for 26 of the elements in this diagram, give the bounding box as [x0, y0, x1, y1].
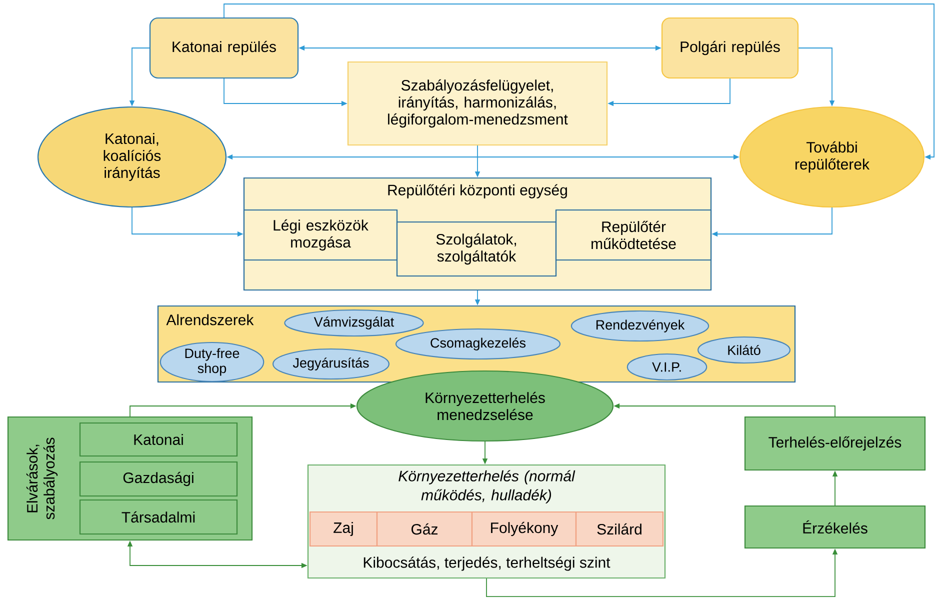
category-box: Szilárd [575, 511, 664, 547]
ellipse-node: További repülőterek [739, 106, 925, 208]
rounded-box: Polgári repülés [661, 17, 799, 79]
category-box: Gáz [376, 511, 473, 547]
ellipse-node: Vámvizsgálat [284, 309, 424, 337]
ellipse-node: Környezetterhelés menedzselése [356, 370, 614, 442]
process-box: Érzékelés [744, 505, 926, 549]
ellipse-node: Jegyárusítás [272, 348, 390, 380]
arrow [224, 4, 934, 160]
category-box: Gazdasági [79, 461, 238, 497]
process-box: Terhelés-előrejelzés [744, 416, 926, 471]
process-box: Szabályozásfelügyelet, irányítás, harmonizálás, légiforgalom-menedzsment [347, 61, 608, 146]
ellipse-node: Csomagkezelés [395, 328, 561, 360]
category-box: Folyékony [471, 511, 577, 547]
ellipse-node: V.I.P. [626, 353, 708, 381]
ellipse-node: Katonai, koalíciós irányítás [37, 106, 227, 208]
category-box: Társadalmi [79, 499, 238, 535]
process-box: Szolgálatok, szolgáltatók [396, 221, 557, 277]
ellipse-node: Rendezvények [570, 310, 710, 342]
process-box: Légi eszközök mozgása [243, 209, 398, 261]
category-box: Katonai [79, 422, 238, 457]
ellipse-node: Kilátó [698, 336, 791, 364]
rounded-box: Katonai repülés [149, 17, 299, 79]
process-box: Repülőtér működtetése [555, 209, 712, 261]
category-box: Zaj [309, 511, 378, 547]
ellipse-node: Duty-free shop [160, 342, 264, 382]
